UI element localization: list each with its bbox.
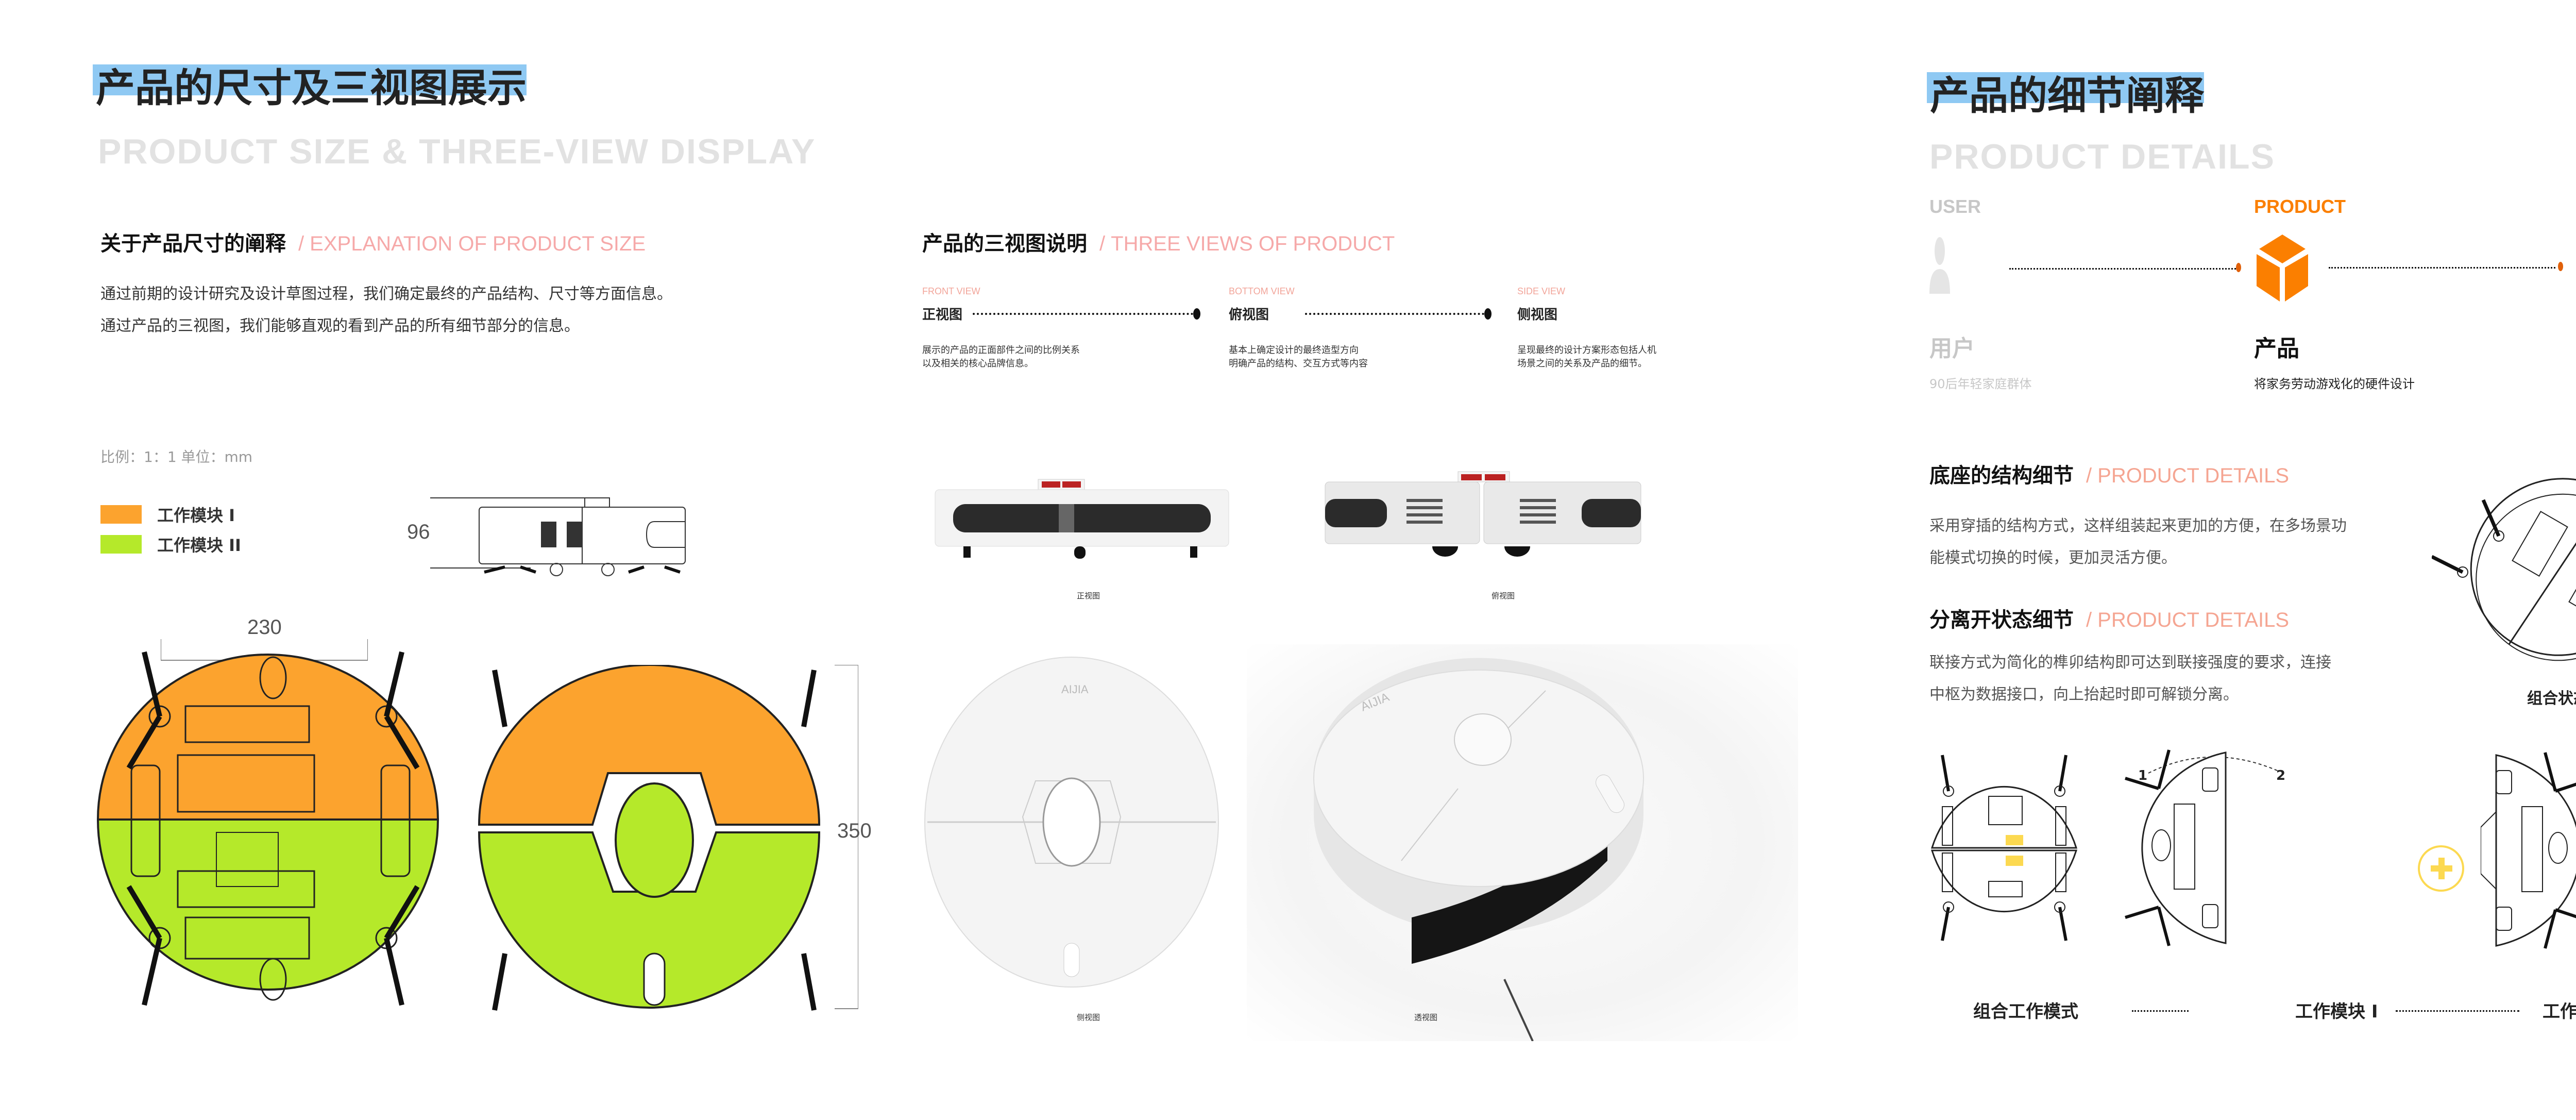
side-elevation-drawing (412, 495, 927, 577)
split-section-title: 分离开状态细节 / PRODUCT DETAILS (1929, 603, 2289, 633)
user-icon (1929, 237, 1950, 296)
scale-note: 比例：1：1 单位：mm (100, 448, 253, 465)
views-section-title-cn: 产品的三视图说明 (922, 232, 1087, 256)
render-caption-bottom: 俯视图 (1492, 591, 1515, 600)
base-section-title: 底座的结构细节 / PRODUCT DETAILS (1929, 459, 2289, 489)
base-paragraph: 采用穿插的结构方式，这样组装起来更加的方便，在多场景功 能模式切换的时候，更加灵… (1929, 510, 2347, 574)
flow-product-cn: 产品 (2254, 336, 2299, 362)
top-view-colored-drawing (474, 664, 835, 1015)
connector-line (973, 312, 1193, 315)
paragraph-line: 能模式切换的时候，更加灵活方便。 (1929, 549, 2177, 567)
connector-dot (1193, 308, 1200, 320)
render-caption-perspective: 透视图 (1414, 1013, 1438, 1022)
combined-state-caption: 组合状态 (2527, 690, 2576, 708)
flow-user-cn: 用户 (1929, 336, 1975, 362)
base-section-title-en: / PRODUCT DETAILS (2086, 464, 2290, 487)
page-subtitle-size: PRODUCT SIZE & THREE-VIEW DISPLAY (98, 132, 816, 171)
bottom-view-colored-drawing (93, 644, 453, 1015)
view-step-bottom: BOTTOM VIEW 俯视图 基本上确定设计的最终造型方向 明确产品的结构、交… (1229, 286, 1492, 371)
flow-product-en: PRODUCT (2254, 196, 2346, 217)
view-step-en: BOTTOM VIEW (1229, 286, 1295, 296)
perspective-render: AIJIA (1247, 644, 1798, 1042)
paragraph-line: 采用穿插的结构方式，这样组装起来更加的方便，在多场景功 (1929, 517, 2347, 535)
view-step-cn: 正视图 (922, 307, 963, 323)
legend-swatch-orange (100, 505, 142, 524)
mode-label-module-1: 工作模块 I (2295, 1001, 2378, 1022)
views-section-title-en: / THREE VIEWS OF PRODUCT (1099, 232, 1395, 255)
arrow-label-1: 1 (2138, 768, 2148, 783)
legend-item: 工作模块 I (100, 503, 241, 526)
view-step-desc: 呈现最终的设计方案形态包括人机 场景之间的关系及产品的细节。 (1517, 344, 1723, 371)
desc-line: 展示的产品的正面部件之间的比例关系 (922, 345, 1080, 356)
size-paragraph: 通过前期的设计研究及设计草图过程，我们确定最终的产品结构、尺寸等方面信息。 通过… (100, 278, 822, 342)
side-view-render: AIJIA (907, 647, 1236, 1002)
size-paragraph-line: 通过产品的三视图，我们能够直观的看到产品的所有细节部分的信息。 (100, 317, 580, 335)
connector-line (1305, 312, 1484, 315)
size-section-title-en: / EXPLANATION OF PRODUCT SIZE (298, 232, 646, 255)
split-section-title-cn: 分离开状态细节 (1929, 608, 2074, 632)
mode-connector-1 (2132, 1010, 2189, 1012)
desc-line: 以及相关的核心品牌信息。 (922, 358, 1033, 369)
flow-user-desc: 90后年轻家庭群体 (1929, 377, 2032, 391)
bottom-view-render (1314, 469, 1654, 567)
view-step-en: SIDE VIEW (1517, 286, 1566, 296)
equals-icon (2006, 835, 2023, 866)
page-subtitle-details: PRODUCT DETAILS (1929, 137, 2275, 176)
page-title-details: 产品的细节阐释 (1927, 72, 2204, 115)
flow-user-en: USER (1929, 196, 1981, 217)
render-caption-side: 侧视图 (1077, 1013, 1100, 1022)
desc-line: 场景之间的关系及产品的细节。 (1517, 358, 1647, 369)
mode-label-combined: 组合工作模式 (1973, 1001, 2078, 1022)
view-step-front: FRONT VIEW 正视图 展示的产品的正面部件之间的比例关系 以及相关的核心… (922, 286, 1200, 371)
views-section-title: 产品的三视图说明 / THREE VIEWS OF PRODUCT (922, 227, 1395, 257)
legend-label: 工作模块 I (157, 506, 235, 525)
mode-diagram-module-2 (2480, 750, 2576, 951)
legend-swatch-green (100, 535, 142, 554)
view-step-en: FRONT VIEW (922, 286, 980, 296)
dimension-length: 350 (837, 820, 872, 842)
mode-diagram-combined (1922, 750, 2087, 946)
dimension-length-line (835, 665, 858, 1009)
size-paragraph-line: 通过前期的设计研究及设计草图过程，我们确定最终的产品结构、尺寸等方面信息。 (100, 285, 672, 303)
view-step-desc: 基本上确定设计的最终造型方向 明确产品的结构、交互方式等内容 (1229, 344, 1492, 371)
page-title-size: 产品的尺寸及三视图展示 (93, 64, 527, 108)
paragraph-line: 联接方式为简化的榫卯结构即可达到联接强度的要求，连接 (1929, 654, 2331, 672)
view-step-cn: 侧视图 (1517, 307, 1558, 323)
connector-dot (1484, 308, 1492, 320)
desc-line: 明确产品的结构、交互方式等内容 (1229, 358, 1368, 369)
paragraph-line: 中枢为数据接口，向上抬起时即可解锁分离。 (1929, 686, 2239, 704)
desc-line: 呈现最终的设计方案形态包括人机 (1517, 345, 1656, 356)
size-section-title: 关于产品尺寸的阐释 / EXPLANATION OF PRODUCT SIZE (100, 227, 646, 257)
mode-diagram-module-1 (2123, 747, 2231, 948)
size-section-title-cn: 关于产品尺寸的阐释 (100, 232, 286, 256)
split-section-title-en: / PRODUCT DETAILS (2086, 609, 2290, 631)
front-view-render (922, 474, 1242, 567)
legend: 工作模块 I 工作模块 II (100, 503, 241, 556)
flow-connector-1 (2009, 268, 2236, 270)
product-cube-icon (2254, 235, 2311, 304)
render-caption-front: 正视图 (1077, 591, 1100, 600)
split-paragraph: 联接方式为简化的榫卯结构即可达到联接强度的要求，连接 中枢为数据接口，向上抬起时… (1929, 647, 2331, 711)
dimension-height: 96 (407, 521, 430, 543)
view-step-cn: 俯视图 (1229, 307, 1269, 323)
plus-icon (2418, 845, 2464, 892)
dimension-width: 230 (247, 616, 282, 639)
legend-label: 工作模块 II (157, 536, 241, 555)
flow-connector-dot-1 (2236, 263, 2241, 272)
view-step-desc: 展示的产品的正面部件之间的比例关系 以及相关的核心品牌信息。 (922, 344, 1200, 371)
combined-state-drawing (2431, 469, 2576, 670)
flow-connector-2 (2329, 267, 2555, 269)
desc-line: 基本上确定设计的最终造型方向 (1229, 345, 1359, 356)
brand-mark: AIJIA (1061, 683, 1089, 696)
arrow-label-2: 2 (2276, 768, 2286, 783)
base-section-title-cn: 底座的结构细节 (1929, 464, 2074, 488)
mode-label-module-2: 工作模块 II (2543, 1001, 2576, 1022)
legend-item: 工作模块 II (100, 532, 241, 556)
mode-connector-2 (2396, 1010, 2519, 1012)
flow-connector-dot-2 (2558, 262, 2563, 271)
view-step-side: SIDE VIEW 侧视图 呈现最终的设计方案形态包括人机 场景之间的关系及产品… (1517, 286, 1723, 371)
flow-product-desc: 将家务劳动游戏化的硬件设计 (2254, 377, 2415, 391)
